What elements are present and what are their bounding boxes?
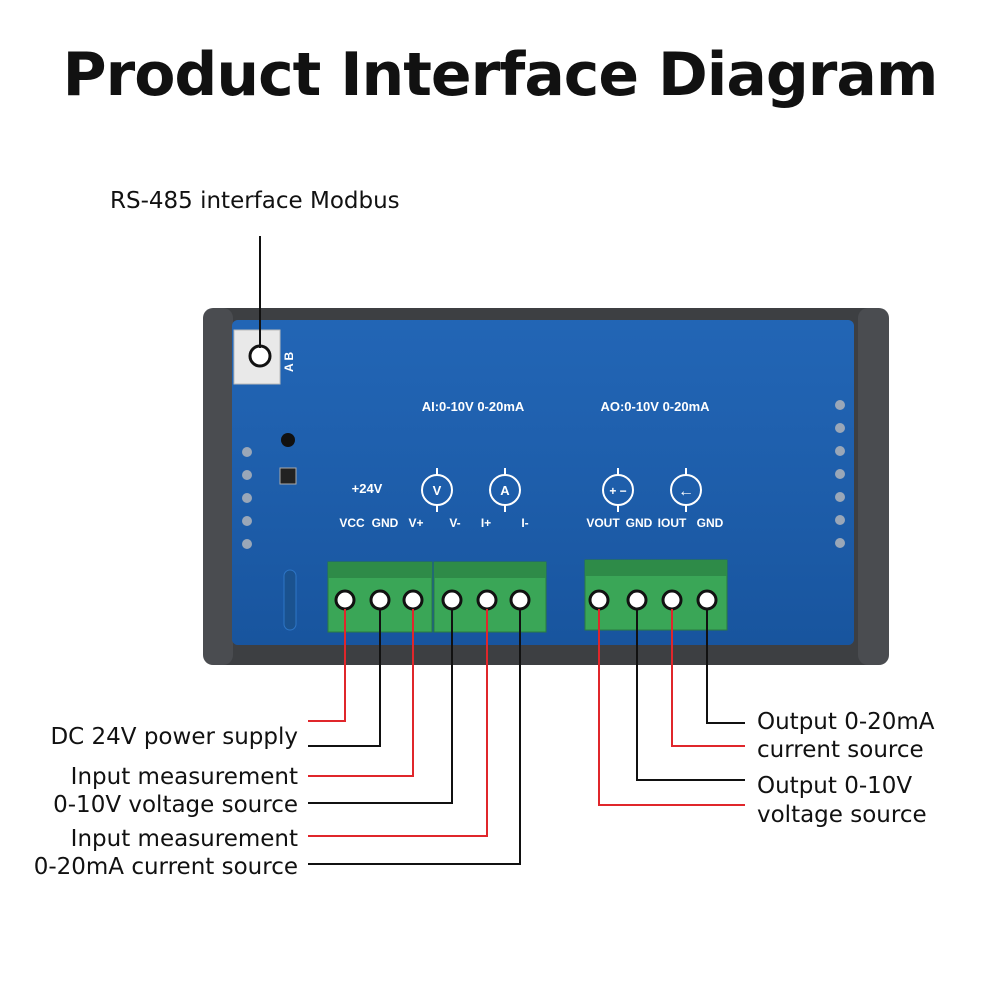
voltage-source-symbol — [602, 468, 634, 512]
output-voltage-label-2: voltage source — [757, 802, 927, 828]
ab-label: A B — [282, 351, 296, 372]
pin-label-iplus: I+ — [481, 516, 491, 530]
input-current-label-2: 0-20mA current source — [33, 854, 298, 880]
pin-label-vcc: VCC — [339, 516, 365, 530]
page-title: Product Interface Diagram — [62, 40, 939, 110]
ammeter-symbol — [489, 468, 521, 512]
right-pin-header — [835, 400, 845, 548]
pin-label-gnd-3: GND — [697, 516, 724, 530]
leader-iplus — [308, 609, 488, 837]
voltmeter-symbol — [421, 468, 453, 512]
left-pin-header — [242, 447, 252, 549]
input-voltage-label-1: Input measurement — [70, 764, 298, 790]
current-source-symbol — [670, 468, 702, 512]
button-switch — [279, 467, 297, 485]
rs485-pin — [248, 344, 272, 368]
leader-vminus — [308, 609, 453, 804]
leader-gnd-out-2 — [706, 609, 745, 724]
leader-iout — [671, 609, 745, 747]
output-voltage-label-1: Output 0-10V — [757, 773, 913, 799]
ai-label: AI:0-10V 0-20mA — [422, 399, 525, 414]
rs485-label: RS-485 interface Modbus — [110, 188, 400, 214]
input-voltage-label-2: 0-10V voltage source — [53, 792, 298, 818]
leader-gnd-out-1 — [636, 609, 745, 781]
arrow-symbol: ← — [678, 483, 694, 500]
v-symbol: V — [433, 483, 442, 498]
pin-label-vout: VOUT — [586, 516, 620, 530]
ao-label: AO:0-10V 0-20mA — [600, 399, 710, 414]
pin-labels: VCC GND V+ V- I+ I- VOUT GND IOUT GND — [339, 516, 723, 530]
input-current-label-1: Input measurement — [70, 826, 298, 852]
case-left-strip — [203, 308, 233, 665]
pin-label-gnd: GND — [372, 516, 399, 530]
leader-vcc — [308, 609, 346, 722]
plusminus-symbol: + − — [609, 484, 626, 498]
plus24v-label: +24V — [352, 481, 383, 496]
case-right-strip — [858, 308, 889, 665]
leader-gnd — [308, 609, 381, 747]
power-label: DC 24V power supply — [50, 724, 298, 750]
a-symbol: A — [500, 483, 510, 498]
led-hole — [281, 433, 295, 447]
output-current-label-2: current source — [757, 737, 924, 763]
pin-label-iminus: I- — [521, 516, 528, 530]
pin-label-iout: IOUT — [658, 516, 687, 530]
leader-vplus — [308, 609, 414, 777]
leader-vout — [598, 609, 745, 806]
trace-component — [283, 569, 297, 631]
pin-label-gnd-2: GND — [626, 516, 653, 530]
output-current-label-1: Output 0-20mA — [757, 709, 935, 735]
pin-label-vminus: V- — [449, 516, 460, 530]
leader-iminus — [308, 609, 521, 865]
pin-label-vplus: V+ — [408, 516, 423, 530]
terminal-screws — [334, 589, 718, 611]
